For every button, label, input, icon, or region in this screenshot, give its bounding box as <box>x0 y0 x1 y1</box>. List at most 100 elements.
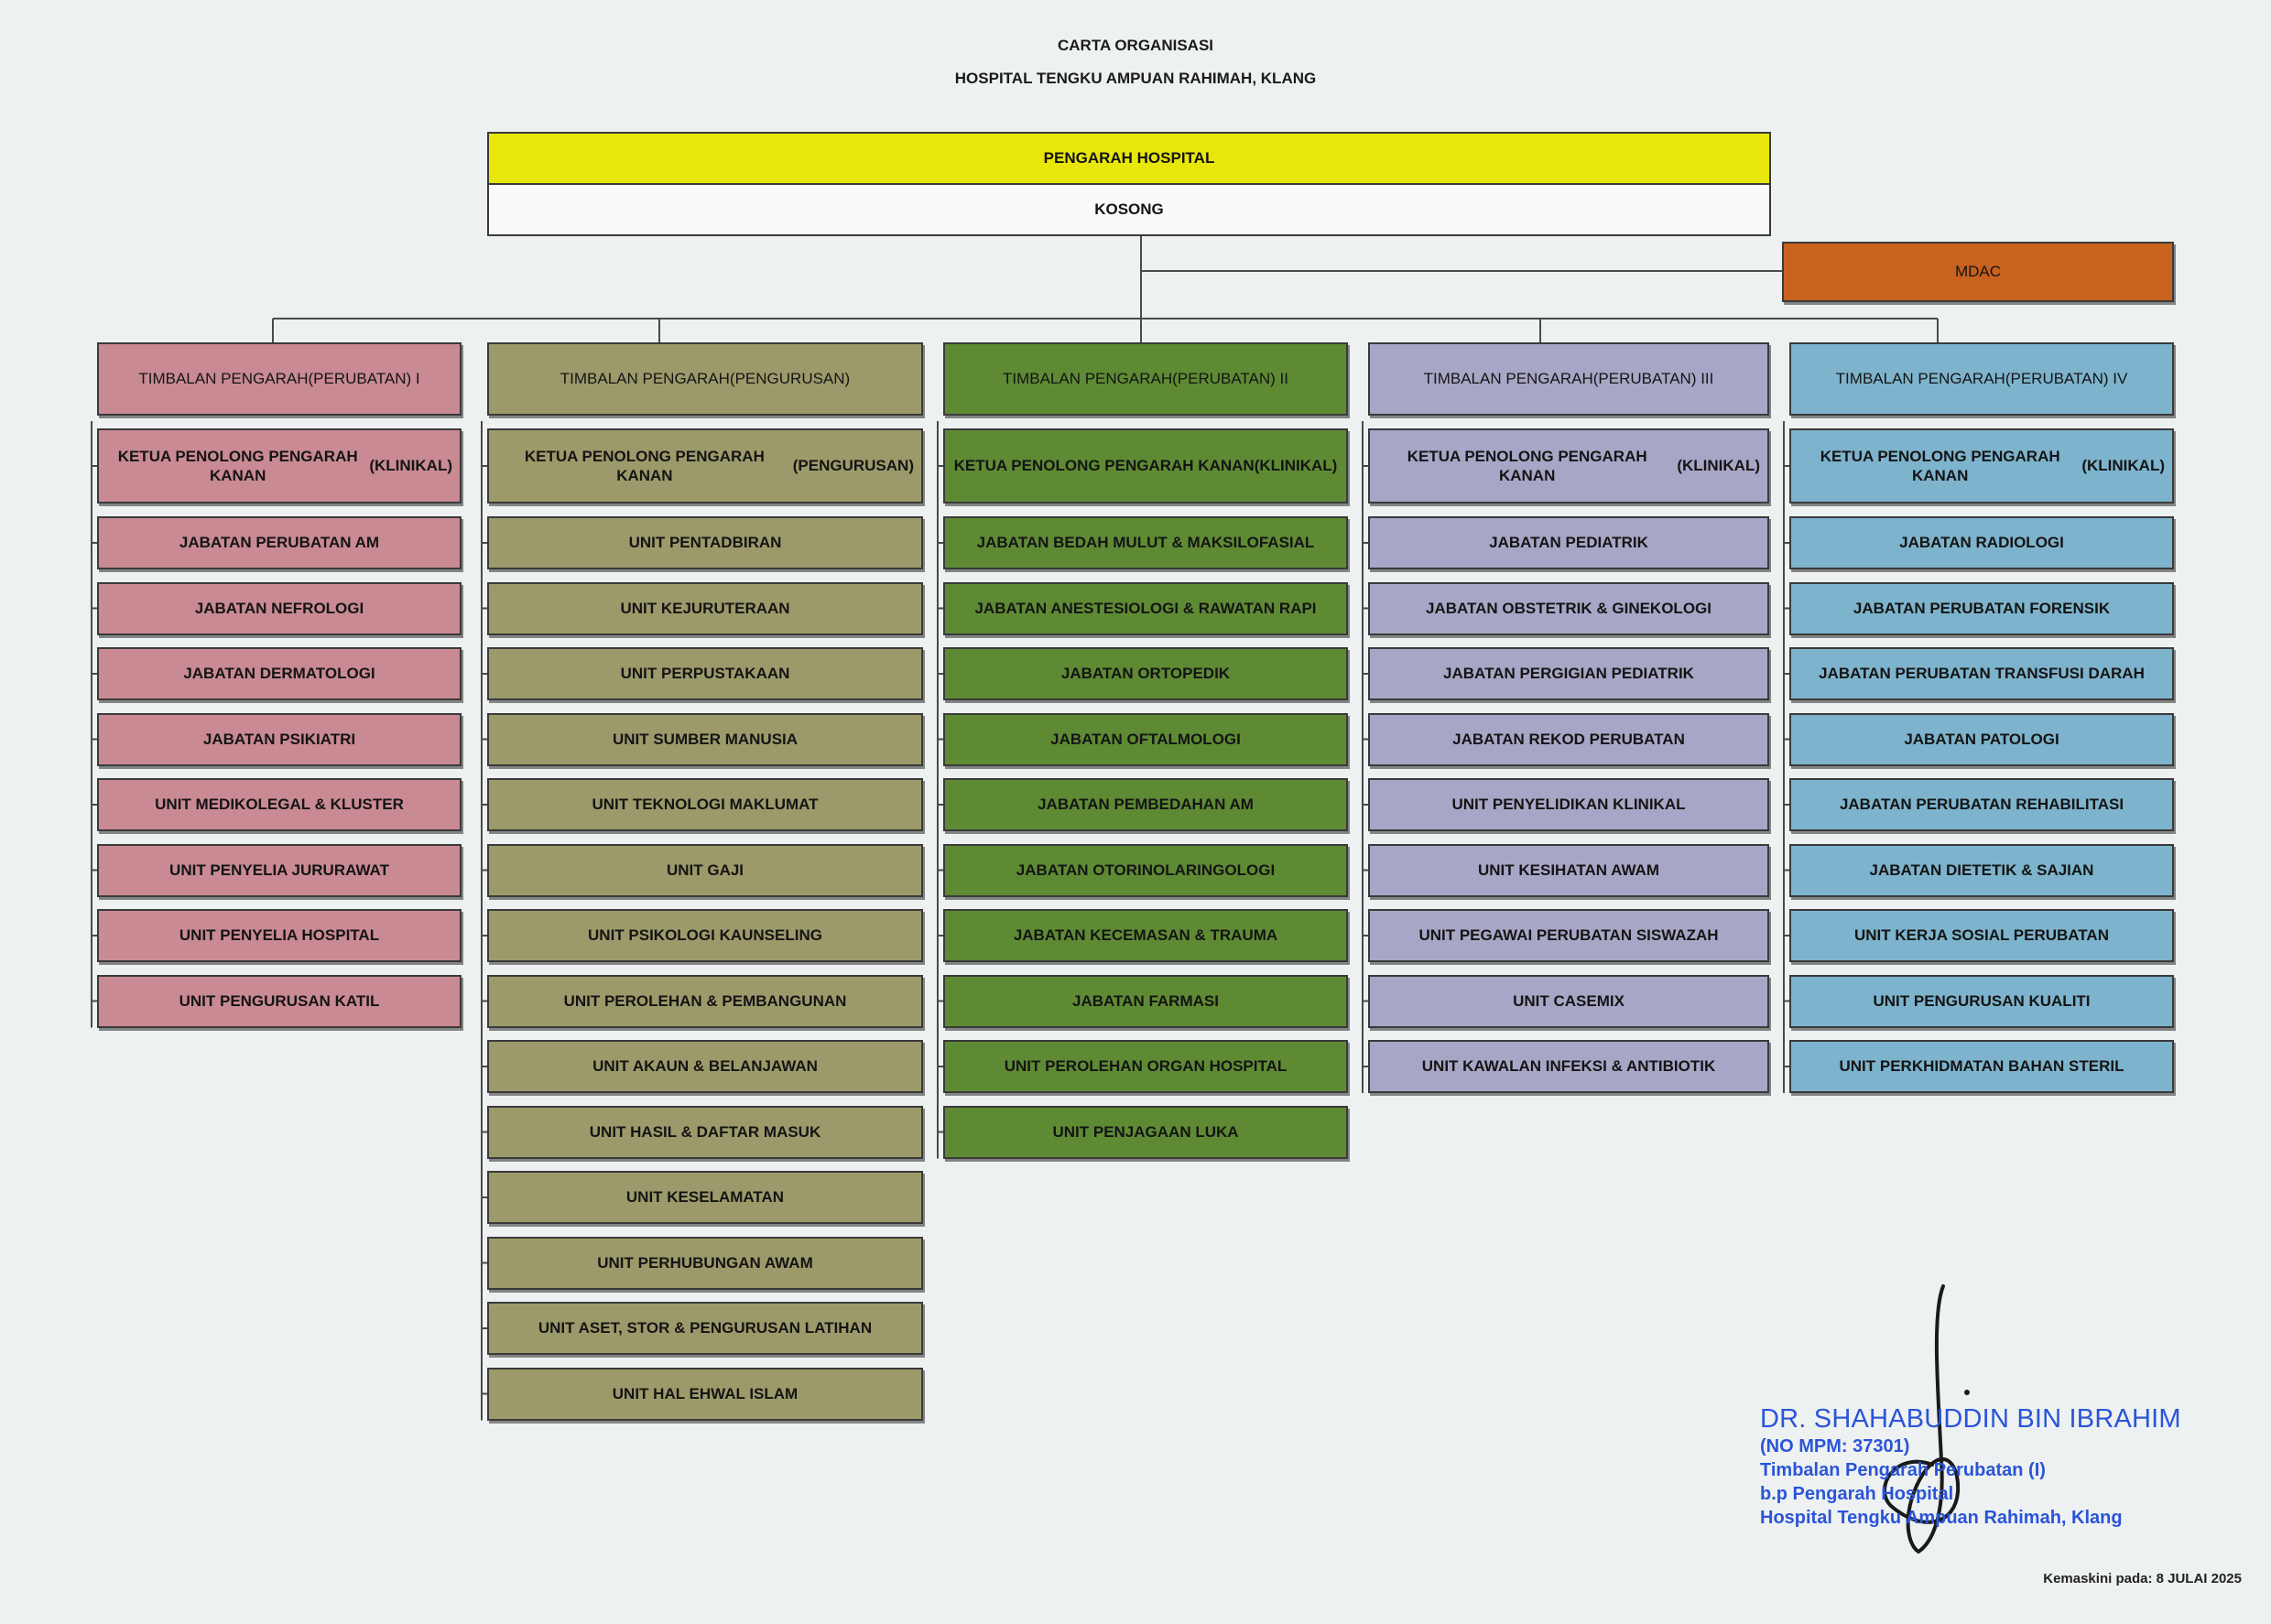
unit-box: UNIT TEKNOLOGI MAKLUMAT <box>487 778 923 831</box>
unit-label: UNIT AKAUN & BELANJAWAN <box>592 1057 818 1076</box>
signature-block: DR. SHAHABUDDIN BIN IBRAHIM (NO MPM: 373… <box>1760 1404 2200 1530</box>
unit-label: UNIT MEDIKOLEGAL & KLUSTER <box>155 796 404 814</box>
unit-box: UNIT KESELAMATAN <box>487 1171 923 1224</box>
unit-box: UNIT CASEMIX <box>1368 974 1769 1028</box>
senior-assistant-director-box-5: KETUA PENOLONG PENGARAH KANAN(KLINIKAL) <box>1789 428 2174 503</box>
unit-label: JABATAN PSIKIATRI <box>202 730 356 748</box>
unit-label: KETUA PENOLONG PENGARAH KANAN <box>524 447 765 484</box>
unit-box: JABATAN BEDAH MULUT & MAKSILOFASIAL <box>943 516 1348 569</box>
unit-label: UNIT PEGAWAI PERUBATAN SISWAZAH <box>1418 926 1719 945</box>
unit-box: UNIT PEROLEHAN ORGAN HOSPITAL <box>943 1040 1348 1093</box>
unit-box: UNIT PERPUSTAKAAN <box>487 647 923 700</box>
deputy-header-line: TIMBALAN PENGARAH <box>1835 369 2005 387</box>
unit-label: JABATAN PERUBATAN AM <box>179 534 380 552</box>
unit-label: UNIT KAWALAN INFEKSI & ANTIBIOTIK <box>1421 1057 1716 1076</box>
signatory-hospital: Hospital Tengku Ampuan Rahimah, Klang <box>1760 1508 2123 1528</box>
chart-title: CARTA ORGANISASI <box>1058 37 1213 54</box>
signatory-on-behalf: b.p Pengarah Hospital <box>1760 1484 1954 1504</box>
unit-label: JABATAN PERUBATAN REHABILITASI <box>1839 796 2124 814</box>
unit-label: JABATAN PERUBATAN TRANSFUSI DARAH <box>1819 665 2145 683</box>
unit-label: (KLINIKAL) <box>369 457 452 475</box>
deputy-header-line: TIMBALAN PENGARAH <box>1423 369 1593 387</box>
director-name-box: KOSONG <box>487 183 1771 236</box>
deputy-director-box-3: TIMBALAN PENGARAH(PERUBATAN) II <box>943 342 1348 416</box>
unit-label: KETUA PENOLONG PENGARAH KANAN <box>1407 447 1647 484</box>
unit-box: JABATAN PERUBATAN AM <box>97 516 462 569</box>
unit-label: KETUA PENOLONG PENGARAH KANAN <box>953 457 1255 475</box>
unit-box: JABATAN PEMBEDAHAN AM <box>943 778 1348 831</box>
unit-label: UNIT GAJI <box>666 861 744 879</box>
unit-box: UNIT ASET, STOR & PENGURUSAN LATIHAN <box>487 1302 923 1355</box>
unit-label: JABATAN NEFROLOGI <box>194 599 364 617</box>
unit-label: UNIT TEKNOLOGI MAKLUMAT <box>592 796 819 814</box>
deputy-header-line: (PENGURUSAN) <box>729 369 851 387</box>
unit-box: UNIT PENJAGAAN LUKA <box>943 1105 1348 1159</box>
unit-box: UNIT PENTADBIRAN <box>487 516 923 569</box>
unit-box: UNIT GAJI <box>487 843 923 897</box>
unit-label: UNIT PEROLEHAN ORGAN HOSPITAL <box>1004 1057 1288 1076</box>
chart-subtitle: HOSPITAL TENGKU AMPUAN RAHIMAH, KLANG <box>954 70 1317 87</box>
unit-label: (KLINIKAL) <box>1677 457 1760 475</box>
unit-box: UNIT PENYELIA HOSPITAL <box>97 909 462 962</box>
senior-assistant-director-box-4: KETUA PENOLONG PENGARAH KANAN (KLINIKAL) <box>1368 428 1769 503</box>
unit-label: JABATAN PERGIGIAN PEDIATRIK <box>1443 665 1694 683</box>
unit-box: UNIT PENYELIDIKAN KLINIKAL <box>1368 778 1769 831</box>
unit-box: JABATAN REKOD PERUBATAN <box>1368 712 1769 766</box>
unit-label: (KLINIKAL) <box>1254 457 1338 475</box>
unit-box: UNIT PSIKOLOGI KAUNSELING <box>487 909 923 962</box>
unit-box: JABATAN PERUBATAN TRANSFUSI DARAH <box>1789 647 2174 700</box>
unit-box: JABATAN NEFROLOGI <box>97 581 462 635</box>
unit-box: UNIT KEJURUTERAAN <box>487 581 923 635</box>
unit-label: UNIT PENGURUSAN KUALITI <box>1873 991 2091 1010</box>
unit-box: JABATAN DERMATOLOGI <box>97 647 462 700</box>
unit-label: JABATAN BEDAH MULUT & MAKSILOFASIAL <box>976 534 1315 552</box>
unit-box: JABATAN OBSTETRIK & GINEKOLOGI <box>1368 581 1769 635</box>
unit-label: UNIT PENYELIA HOSPITAL <box>179 926 380 945</box>
unit-label: JABATAN PATOLOGI <box>1904 730 2059 748</box>
unit-box: UNIT PENGURUSAN KATIL <box>97 974 462 1028</box>
unit-box: UNIT AKAUN & BELANJAWAN <box>487 1040 923 1093</box>
director-title-box: PENGARAH HOSPITAL <box>487 132 1771 185</box>
unit-box: UNIT PENGURUSAN KUALITI <box>1789 974 2174 1028</box>
unit-label: JABATAN ANESTESIOLOGI & RAWATAN RAPI <box>974 599 1317 617</box>
deputy-director-box-5: TIMBALAN PENGARAH(PERUBATAN) IV <box>1789 342 2174 416</box>
updated-date: Kemaskini pada: 8 JULAI 2025 <box>2043 1571 2242 1586</box>
unit-label: UNIT KESIHATAN AWAM <box>1477 861 1659 879</box>
unit-box: UNIT PENYELIA JURURAWAT <box>97 843 462 897</box>
senior-assistant-director-box-2: KETUA PENOLONG PENGARAH KANAN (PENGURUSAN… <box>487 428 923 503</box>
unit-label: UNIT SUMBER MANUSIA <box>612 730 799 748</box>
unit-label: UNIT PERPUSTAKAAN <box>620 665 790 683</box>
unit-box: JABATAN DIETETIK & SAJIAN <box>1789 843 2174 897</box>
signature-mark <box>1883 1284 1970 1554</box>
unit-label: (KLINIKAL) <box>2081 457 2165 475</box>
unit-box: UNIT KAWALAN INFEKSI & ANTIBIOTIK <box>1368 1040 1769 1093</box>
deputy-director-box-1: TIMBALAN PENGARAH(PERUBATAN) I <box>97 342 462 416</box>
unit-label: JABATAN ORTOPEDIK <box>1060 665 1231 683</box>
unit-label: UNIT KESELAMATAN <box>625 1188 785 1207</box>
unit-box: JABATAN PSIKIATRI <box>97 712 462 766</box>
deputy-header-line: (PERUBATAN) II <box>1172 369 1289 387</box>
signatory-mpm: (NO MPM: 37301) <box>1760 1436 1910 1456</box>
unit-label: UNIT HAL EHWAL ISLAM <box>612 1384 799 1402</box>
mdac-box: MDAC <box>1782 242 2174 302</box>
unit-box: JABATAN PERGIGIAN PEDIATRIK <box>1368 647 1769 700</box>
deputy-director-box-4: TIMBALAN PENGARAH(PERUBATAN) III <box>1368 342 1769 416</box>
senior-assistant-director-box-1: KETUA PENOLONG PENGARAH KANAN(KLINIKAL) <box>97 428 462 503</box>
unit-label: JABATAN REKOD PERUBATAN <box>1452 730 1685 748</box>
unit-label: UNIT HASIL & DAFTAR MASUK <box>589 1122 821 1141</box>
unit-label: (PENGURUSAN) <box>792 457 914 475</box>
unit-box: UNIT KERJA SOSIAL PERUBATAN <box>1789 909 2174 962</box>
unit-label: UNIT PENGURUSAN KATIL <box>179 991 380 1010</box>
unit-box: UNIT PERKHIDMATAN BAHAN STERIL <box>1789 1040 2174 1093</box>
unit-label: UNIT PENJAGAAN LUKA <box>1052 1122 1239 1141</box>
deputy-header-line: (PERUBATAN) I <box>308 369 420 387</box>
unit-label: UNIT CASEMIX <box>1513 991 1624 1010</box>
unit-box: JABATAN RADIOLOGI <box>1789 516 2174 569</box>
unit-label: JABATAN PEDIATRIK <box>1489 534 1648 552</box>
signatory-role: Timbalan Pengarah Perubatan (I) <box>1760 1460 2046 1480</box>
unit-label: JABATAN PERUBATAN FORENSIK <box>1853 599 2111 617</box>
senior-assistant-director-box-3: KETUA PENOLONG PENGARAH KANAN(KLINIKAL) <box>943 428 1348 503</box>
unit-box: JABATAN KECEMASAN & TRAUMA <box>943 909 1348 962</box>
unit-label: JABATAN FARMASI <box>1072 991 1219 1010</box>
